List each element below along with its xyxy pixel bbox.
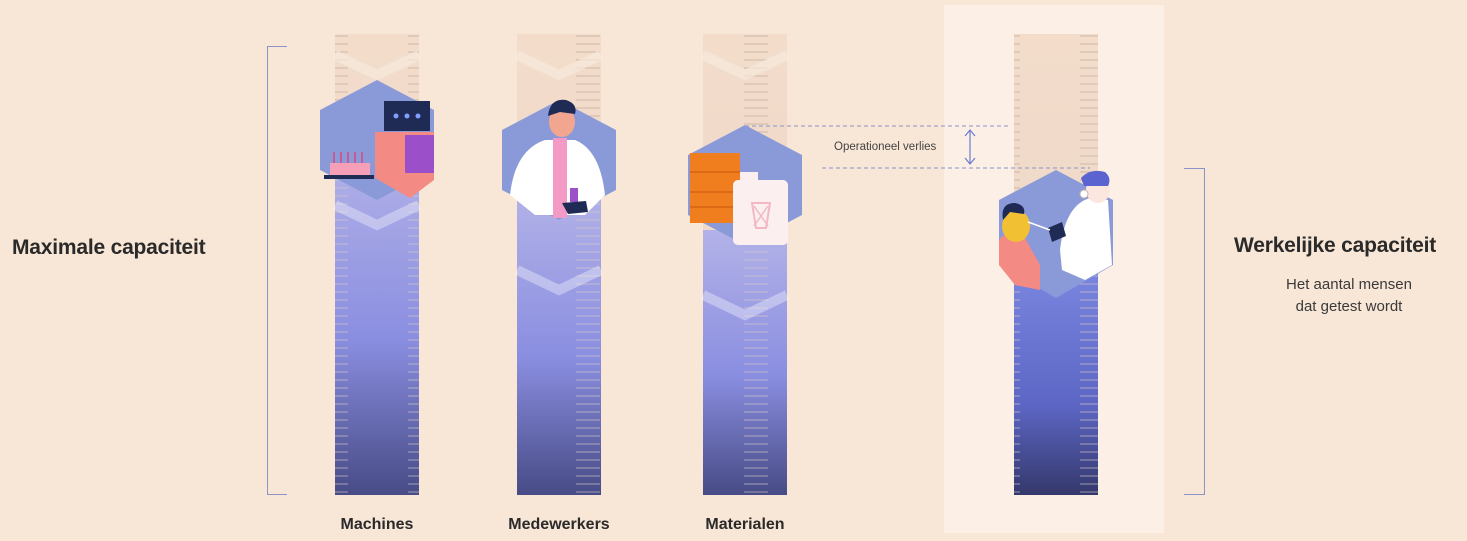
max-capacity-bracket: [267, 46, 287, 495]
column-label-machines: Machines: [340, 516, 414, 533]
materials-canister-icon: [688, 125, 802, 245]
operational-loss-indicator: [745, 125, 1090, 169]
lab-machine-icon: [320, 80, 434, 200]
swab-test-icon: [999, 170, 1113, 298]
materialen-bar: [700, 34, 790, 495]
operational-loss-label: Operationeel verlies: [834, 141, 937, 153]
actual-capacity-subtitle-line2: dat getest wordt: [1295, 298, 1403, 315]
actual-capacity-bracket: [1184, 168, 1205, 495]
actual-capacity-subtitle: Het aantal mensen dat getest wordt: [1246, 274, 1452, 318]
max-capacity-label: Maximale capaciteit: [12, 236, 206, 259]
lab-worker-icon: [502, 99, 616, 220]
actual-capacity-title: Werkelijke capaciteit: [1234, 234, 1437, 257]
column-label-medewerkers: Medewerkers: [508, 516, 610, 533]
medewerkers-bar: [514, 34, 604, 495]
column-label-materialen: Materialen: [705, 516, 785, 533]
actual-capacity-subtitle-line1: Het aantal mensen: [1286, 276, 1412, 293]
